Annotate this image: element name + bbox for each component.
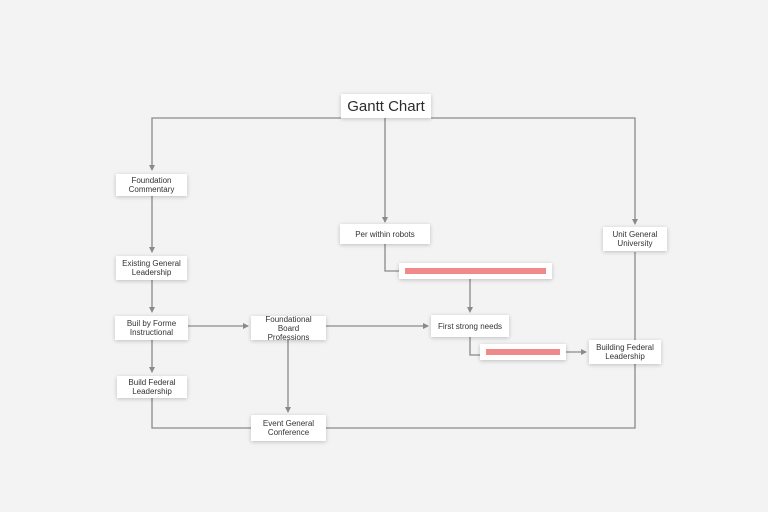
node-first-strong-needs: First strong needs bbox=[431, 315, 509, 337]
chart-title: Gantt Chart bbox=[341, 94, 431, 118]
node-event-general-line2: Conference bbox=[267, 428, 310, 437]
node-building-federal: Building Federal Leadership bbox=[589, 340, 661, 364]
node-building-federal-line1: Building Federal bbox=[596, 343, 654, 352]
node-unit-general-line2: University bbox=[617, 239, 653, 248]
node-build-federal-line2: Leadership bbox=[132, 387, 172, 396]
node-first-strong-needs-text: First strong needs bbox=[437, 321, 503, 331]
gantt-bar-1-fill bbox=[405, 268, 546, 274]
chart-title-text: Gantt Chart bbox=[347, 97, 425, 115]
node-existing-general-line2: Leadership bbox=[131, 268, 172, 277]
node-buil-by-forme-line1: Buil by Forme bbox=[126, 319, 177, 328]
node-existing-general-line1: Existing General bbox=[122, 259, 181, 268]
node-foundation: Foundation Commentary bbox=[116, 174, 187, 196]
gantt-bar-1 bbox=[399, 263, 552, 279]
node-foundational-board-line2: Professions bbox=[267, 332, 310, 342]
node-foundation-line1: Foundation bbox=[131, 176, 172, 185]
node-existing-general: Existing General Leadership bbox=[116, 256, 187, 280]
node-foundational-board-line1: Foundational Board bbox=[265, 314, 312, 333]
node-foundation-line2: Commentary bbox=[128, 185, 175, 194]
node-unit-general-line1: Unit General bbox=[612, 230, 658, 239]
node-foundational-board: Foundational Board Professions bbox=[251, 314, 326, 342]
node-buil-by-forme-line2: Instructional bbox=[129, 328, 174, 337]
node-unit-general: Unit General University bbox=[603, 227, 667, 251]
node-per-within-robots: Per within robots bbox=[340, 224, 430, 244]
connector-outer-top-right bbox=[431, 117, 638, 225]
connector-c1-bar1 bbox=[384, 244, 399, 272]
node-event-general-line1: Event General bbox=[262, 419, 315, 428]
gantt-bar-2 bbox=[480, 344, 566, 360]
connector-right-down bbox=[326, 252, 636, 429]
node-building-federal-line2: Leadership bbox=[605, 352, 645, 361]
node-per-within-robots-text: Per within robots bbox=[355, 229, 415, 239]
connector-c2-bar2 bbox=[469, 337, 480, 356]
connector-left-bottom bbox=[151, 398, 252, 429]
node-event-general: Event General Conference bbox=[251, 415, 326, 441]
connector-outer-top bbox=[149, 117, 341, 171]
node-buil-by-forme: Buil by Forme Instructional bbox=[115, 316, 188, 340]
node-build-federal-line1: Build Federal bbox=[128, 378, 176, 387]
node-build-federal: Build Federal Leadership bbox=[117, 376, 187, 398]
gantt-bar-2-fill bbox=[486, 349, 560, 355]
